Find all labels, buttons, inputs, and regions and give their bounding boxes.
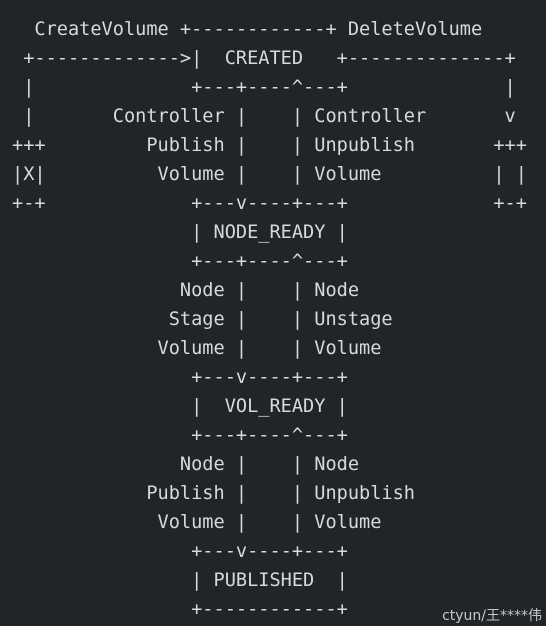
diagram-line: Node | | Node [12, 454, 360, 475]
diagram-line: | NODE_READY | [12, 222, 348, 243]
diagram-line: +------------+ [12, 599, 348, 620]
diagram-line: Volume | | Volume [12, 338, 382, 359]
diagram-line: Stage | | Unstage [12, 309, 393, 330]
diagram-line: | +---+----^---+ | [12, 77, 516, 98]
diagram-line: |X| Volume | | Volume | | [12, 164, 527, 185]
diagram-line: Node | | Node [12, 280, 360, 301]
diagram-line: +-+ +---v----+---+ +-+ [12, 193, 527, 214]
diagram-line: +---+----^---+ [12, 251, 348, 272]
diagram-line: +------------->| CREATED +--------------… [12, 48, 516, 69]
diagram-line: +---+----^---+ [12, 425, 348, 446]
diagram-line: | VOL_READY | [12, 396, 348, 417]
diagram-line: | Controller | | Controller v [12, 106, 516, 127]
diagram-line: +---v----+---+ [12, 367, 348, 388]
diagram-line: +++ Publish | | Unpublish +++ [12, 135, 527, 156]
diagram-line: +---v----+---+ [12, 541, 348, 562]
diagram-line: Volume | | Volume [12, 512, 382, 533]
diagram-line: Publish | | Unpublish [12, 483, 415, 504]
diagram-line: | PUBLISHED | [12, 570, 348, 591]
csi-volume-lifecycle-diagram: CreateVolume +------------+ DeleteVolume… [12, 15, 527, 624]
watermark: ctyun/王****伟 [442, 608, 542, 624]
diagram-line: CreateVolume +------------+ DeleteVolume [12, 19, 483, 40]
